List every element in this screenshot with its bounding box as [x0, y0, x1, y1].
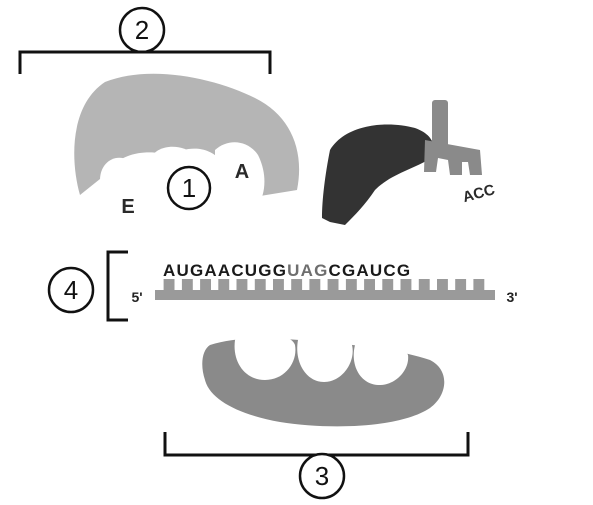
mrna-base-tooth	[401, 279, 412, 291]
five-prime-label: 5'	[131, 289, 142, 305]
mrna-base-tooth	[346, 279, 357, 291]
mrna-sequence-part3: CGAUCG	[329, 261, 412, 280]
mrna-base-tooth	[382, 279, 393, 291]
bracket-top	[20, 52, 270, 74]
mrna-base-tooth	[328, 279, 339, 291]
mrna-backbone	[155, 290, 495, 300]
mrna-base-tooth	[455, 279, 466, 291]
callout-1-label: 1	[182, 173, 196, 203]
mrna-base-tooth	[364, 279, 375, 291]
mrna-base-tooth	[164, 279, 175, 291]
callout-2-label: 2	[135, 15, 149, 45]
site-a-label: A	[235, 161, 249, 183]
mrna-base-tooth	[309, 279, 320, 291]
three-prime-label: 3'	[506, 289, 517, 305]
mrna-base-tooth	[419, 279, 430, 291]
callout-3-label: 3	[315, 461, 329, 491]
mrna-base-tooth	[473, 279, 484, 291]
callout-3-group: 3	[165, 432, 468, 498]
bracket-bottom	[165, 432, 468, 455]
mrna-base-tooth	[218, 279, 229, 291]
callout-4-group: 4	[49, 252, 128, 320]
bracket-left	[108, 252, 128, 320]
mrna-base-tooth	[437, 279, 448, 291]
mrna-base-tooth	[237, 279, 248, 291]
mrna-base-tooth	[200, 279, 211, 291]
mrna-base-tooth	[273, 279, 284, 291]
mrna-base-tooth	[182, 279, 193, 291]
trna-fork	[424, 140, 482, 175]
trna-acceptor: ACC	[424, 100, 497, 206]
mrna-sequence: AUGAACUGGUAGCGAUCG	[163, 261, 411, 280]
callout-4-label: 4	[64, 275, 78, 305]
mrna-strand: AUGAACUGGUAGCGAUCG 5' 3'	[131, 261, 517, 305]
callout-1-group: 1	[168, 167, 210, 209]
site-e-label: E	[121, 196, 134, 218]
callout-2-group: 2	[20, 8, 270, 74]
polypeptide-chain	[322, 124, 434, 225]
trna-acc-label: ACC	[461, 181, 497, 206]
mrna-sequence-part1: AUGAACUGG	[163, 261, 287, 280]
mrna-sequence-stop-codon: UAG	[287, 261, 328, 280]
small-subunit	[202, 333, 444, 426]
mrna-base-tooth	[291, 279, 302, 291]
mrna-teeth	[164, 279, 485, 291]
mrna-base-tooth	[255, 279, 266, 291]
